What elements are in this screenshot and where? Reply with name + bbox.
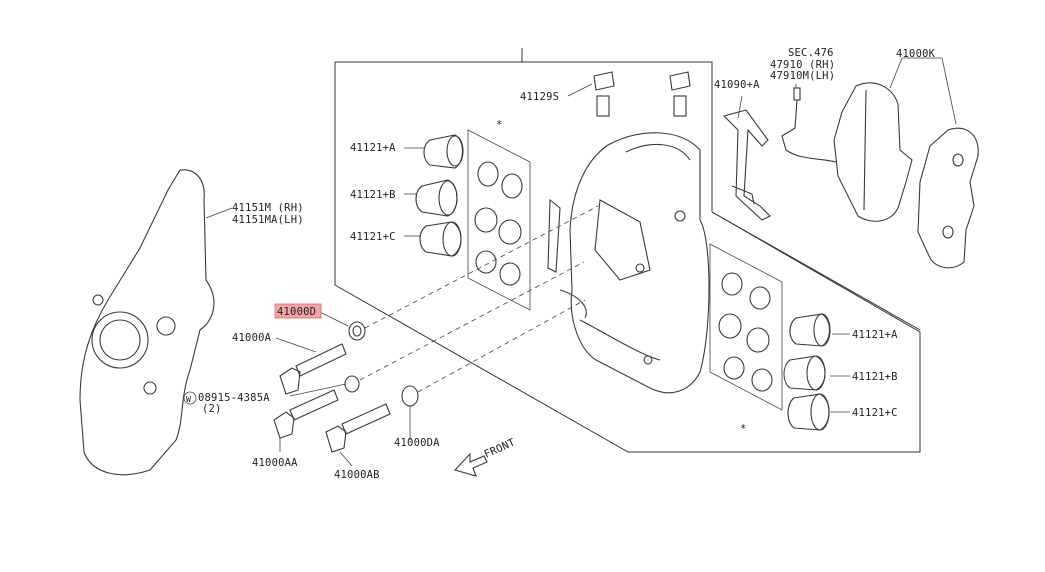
projection-lines <box>359 205 599 393</box>
label-piston-b-right[interactable]: 41121+B <box>852 371 898 383</box>
label-pads[interactable]: 41000K <box>896 48 936 60</box>
dust-shield <box>79 169 215 476</box>
bolt-spec-marker: W <box>183 391 197 405</box>
label-sensor-rh[interactable]: 47910 (RH) <box>770 59 835 71</box>
asterisk-top: * <box>496 119 503 131</box>
seal-kit-bottom <box>709 243 783 411</box>
pistons-left <box>415 134 464 257</box>
label-bolt-a[interactable]: 41000A <box>232 332 272 344</box>
highlight-41000d <box>274 303 322 319</box>
wear-sensor <box>781 87 837 163</box>
label-sensor-lh[interactable]: 47910M(LH) <box>770 70 835 82</box>
pad-clips <box>722 109 771 221</box>
caliper-body <box>547 132 710 394</box>
label-bolt-spec[interactable]: 08915-4385A <box>198 392 270 404</box>
label-piston-c-left[interactable]: 41121+C <box>350 231 396 243</box>
label-clips[interactable]: 41090+A <box>714 79 760 91</box>
label-bolt-aa[interactable]: 41000AA <box>252 457 298 469</box>
label-sec476[interactable]: SEC.476 <box>788 47 834 59</box>
label-front: FRONT <box>482 436 517 460</box>
fasteners <box>273 321 419 453</box>
label-piston-e1[interactable]: 41121+A <box>350 142 396 154</box>
label-shield-lh[interactable]: 41151MA(LH) <box>232 214 304 226</box>
label-piston-a-right[interactable]: 41121+A <box>852 329 898 341</box>
assembly-frame <box>334 48 921 453</box>
marker-w: W <box>186 395 191 404</box>
pistons-right <box>783 313 831 431</box>
label-bolt-ab[interactable]: 41000AB <box>334 469 380 481</box>
labels: SEC.476 47910 (RH) 47910M(LH) 41000K 410… <box>183 47 936 481</box>
label-washer-highlight[interactable]: 41000D <box>277 306 316 318</box>
label-piston-b-left[interactable]: 41121+B <box>350 189 396 201</box>
label-piston-c-right[interactable]: 41121+C <box>852 407 898 419</box>
bleeder-screws <box>593 71 691 117</box>
leader-lines <box>205 57 957 467</box>
label-washer-da[interactable]: 41000DA <box>394 437 440 449</box>
asterisk-bottom: * <box>740 423 747 435</box>
seal-kit-top <box>467 129 531 311</box>
label-bleeder[interactable]: 41129S <box>520 91 559 103</box>
label-bolt-qty: (2) <box>202 403 222 415</box>
front-arrow <box>453 452 488 477</box>
brake-pads <box>833 82 979 269</box>
label-shield-rh[interactable]: 41151M (RH) <box>232 202 304 214</box>
